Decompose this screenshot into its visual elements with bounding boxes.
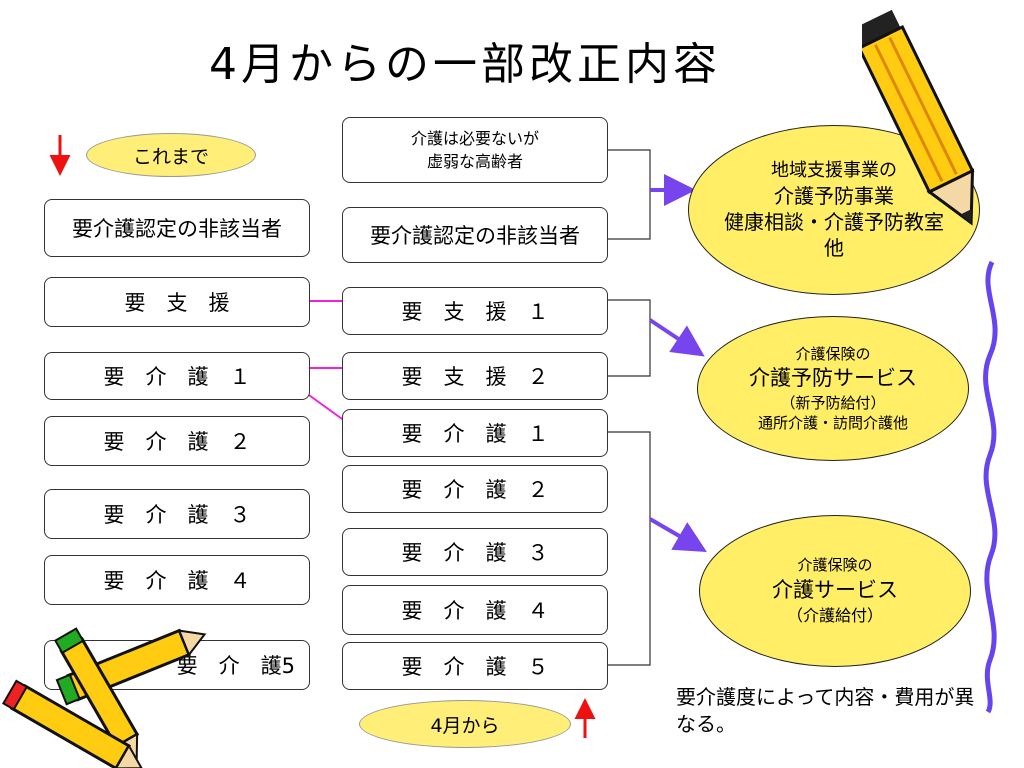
right-box-care4: 要 介 護 ４ (342, 585, 608, 635)
frail-line2: 虚弱な高齢者 (426, 152, 523, 171)
preventive-line3: （新予防給付） (780, 393, 886, 412)
preventive-line1: 介護保険の (795, 344, 871, 363)
care-line3: （介護給付） (786, 606, 883, 625)
right-box-frail-elderly: 介護は必要ないが 虚弱な高齢者 (342, 117, 608, 183)
service-care: 介護保険の 介護サービス （介護給付） (699, 515, 971, 667)
left-box-non-applicable: 要介護認定の非該当者 (44, 199, 310, 257)
preventive-line4: 通所介護・訪問介護他 (757, 413, 908, 432)
before-label: これまで (86, 133, 256, 177)
arrow-to-care (648, 517, 707, 553)
service-preventive: 介護保険の 介護予防サービス （新予防給付） 通所介護・訪問介護他 (697, 316, 969, 461)
left-box-care4: 要 介 護 ４ (44, 555, 310, 605)
care-line2: 介護サービス (772, 577, 898, 602)
right-box-care3: 要 介 護 ３ (342, 528, 608, 576)
right-box-care1: 要 介 護 １ (342, 409, 608, 457)
after-label: 4月から (359, 700, 571, 748)
community-line1: 地域支援事業の (771, 160, 897, 182)
note-text: 要介護度によって内容・費用が異なる。 (676, 685, 975, 736)
arrow-to-preventive (648, 318, 705, 357)
right-box-non-applicable: 要介護認定の非該当者 (342, 207, 608, 263)
community-line4: 他 (824, 235, 844, 260)
preventive-line2: 介護予防サービス (749, 366, 917, 391)
left-box-care1: 要 介 護 １ (44, 352, 310, 400)
left-box-care3: 要 介 護 ３ (44, 489, 310, 539)
bracket-group-care (608, 431, 651, 666)
right-box-support1: 要 支 援 １ (342, 287, 608, 335)
right-box-care5: 要 介 護 ５ (342, 642, 608, 690)
bracket-group-community (608, 149, 651, 240)
pencils-icon (2, 627, 207, 768)
pencil-icon (862, 9, 975, 226)
left-box-care2: 要 介 護 ２ (44, 416, 310, 466)
page-title: 4月からの一部改正内容 (209, 39, 721, 90)
bracket-group-preventive (608, 299, 651, 377)
community-line3: 健康相談・介護予防教室 (724, 209, 944, 234)
right-box-support2: 要 支 援 ２ (342, 352, 608, 400)
left-box-support: 要 支 援 (44, 277, 310, 327)
care-line1: 介護保険の (797, 555, 873, 574)
wavy-decoration (983, 260, 998, 714)
right-box-care2: 要 介 護 ２ (342, 465, 608, 513)
frail-line1: 介護は必要ないが (410, 128, 539, 148)
community-line2: 介護予防事業 (774, 183, 894, 208)
